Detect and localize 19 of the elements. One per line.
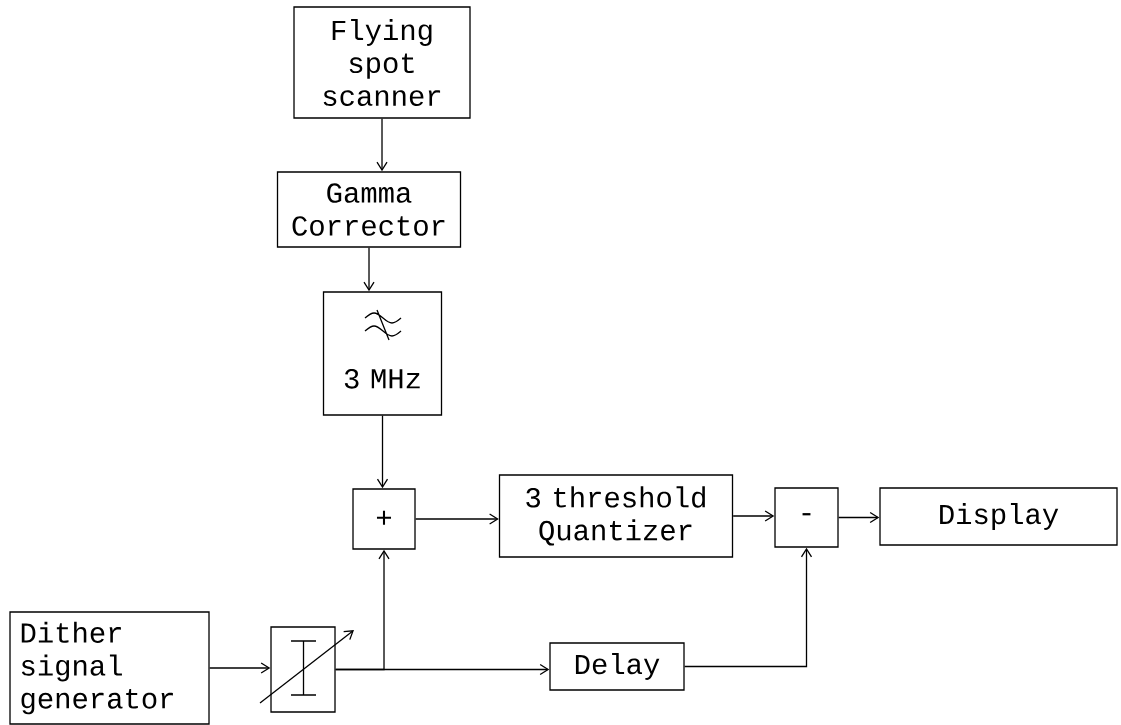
arrow [335,663,550,676]
process-box: Display [879,487,1118,546]
arrow [838,511,880,524]
arrow [209,662,271,674]
arrow [376,415,389,489]
attenuator-box [270,626,336,713]
process-box: Dither signal generator [9,611,210,725]
process-box: Gamma Corrector [276,171,462,248]
process-box: Delay [549,642,685,691]
arrow [732,510,775,522]
process-box: 3 threshold Quantizer [498,474,734,558]
process-box: Flying spot scanner [293,6,471,119]
arrow [363,247,375,292]
filter-box: 3 MHz [322,291,443,416]
summing-box: - [774,487,839,548]
summing-box: + [352,488,416,550]
arrow [415,513,499,525]
arrow [684,547,813,668]
arrow [376,118,388,172]
